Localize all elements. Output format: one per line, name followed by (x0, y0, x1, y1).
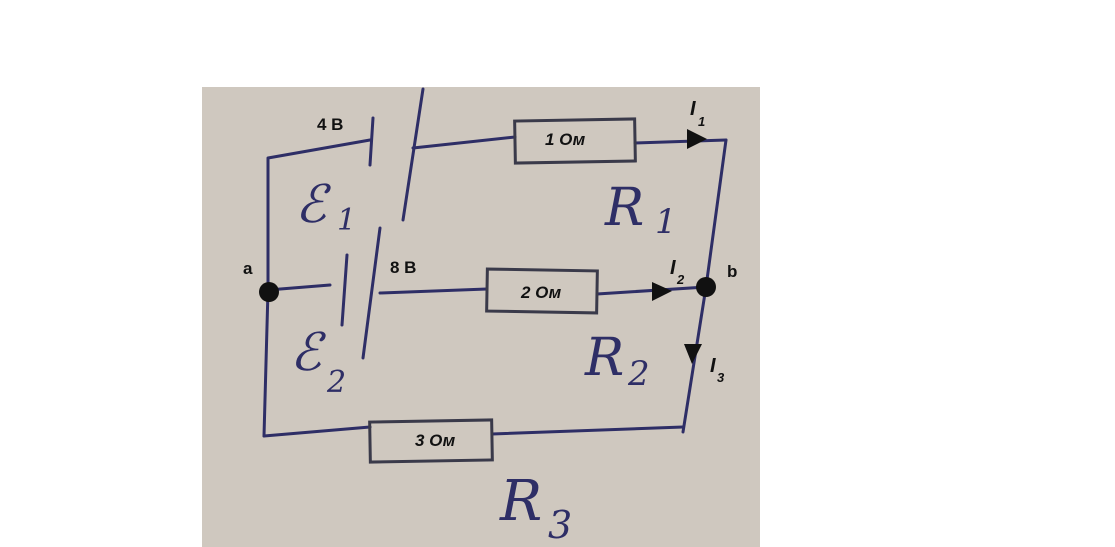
current-i1-arrow (687, 129, 707, 149)
node-b-dot (696, 277, 716, 297)
resistor-r1-body (513, 117, 637, 165)
wire-left-bottom (262, 288, 270, 438)
resistor-r2-value: 2 Ом (520, 283, 562, 302)
emf2-plate-short (340, 253, 349, 327)
paper-background (202, 87, 760, 547)
resistor-r3-body (368, 418, 494, 464)
emf1-plate-short (368, 116, 375, 167)
node-b-label: b (727, 262, 737, 281)
resistor-r2-body (485, 267, 599, 315)
r1-index: 1 (655, 202, 677, 242)
emf2-symbol: ℰ (290, 323, 326, 383)
current-i2-index: 2 (676, 272, 685, 287)
current-i2-label: I (670, 257, 676, 279)
emf2-plate-long (361, 226, 382, 360)
wire-left-top (266, 138, 372, 292)
emf1-index: 1 (337, 203, 356, 238)
r2-symbol: R (584, 328, 624, 388)
wire-top-branch (411, 135, 728, 150)
emf1-plate-long (401, 87, 425, 222)
resistor-r1-value: 1 Ом (545, 130, 586, 149)
r3-symbol: R (499, 469, 542, 534)
current-i1-index: 1 (698, 114, 705, 129)
r3-index: 3 (548, 503, 572, 547)
r1-symbol: R (604, 178, 644, 238)
wire-bottom (262, 425, 685, 438)
emf1-value: 4 В (317, 115, 343, 134)
node-a-dot (259, 282, 279, 302)
current-i3-index: 3 (717, 370, 725, 385)
current-i2-arrow (652, 282, 672, 301)
node-a-label: a (243, 259, 253, 278)
current-i3-label: I (710, 355, 716, 377)
current-i3-arrow (684, 344, 702, 364)
emf2-index: 2 (326, 365, 346, 400)
resistor-r3-value: 3 Ом (415, 431, 456, 450)
r2-index: 2 (627, 354, 650, 394)
current-i1-label: I (690, 98, 696, 120)
emf1-symbol: ℰ (295, 175, 331, 235)
wire-middle-branch-right (378, 285, 708, 296)
emf2-value: 8 В (390, 258, 416, 277)
